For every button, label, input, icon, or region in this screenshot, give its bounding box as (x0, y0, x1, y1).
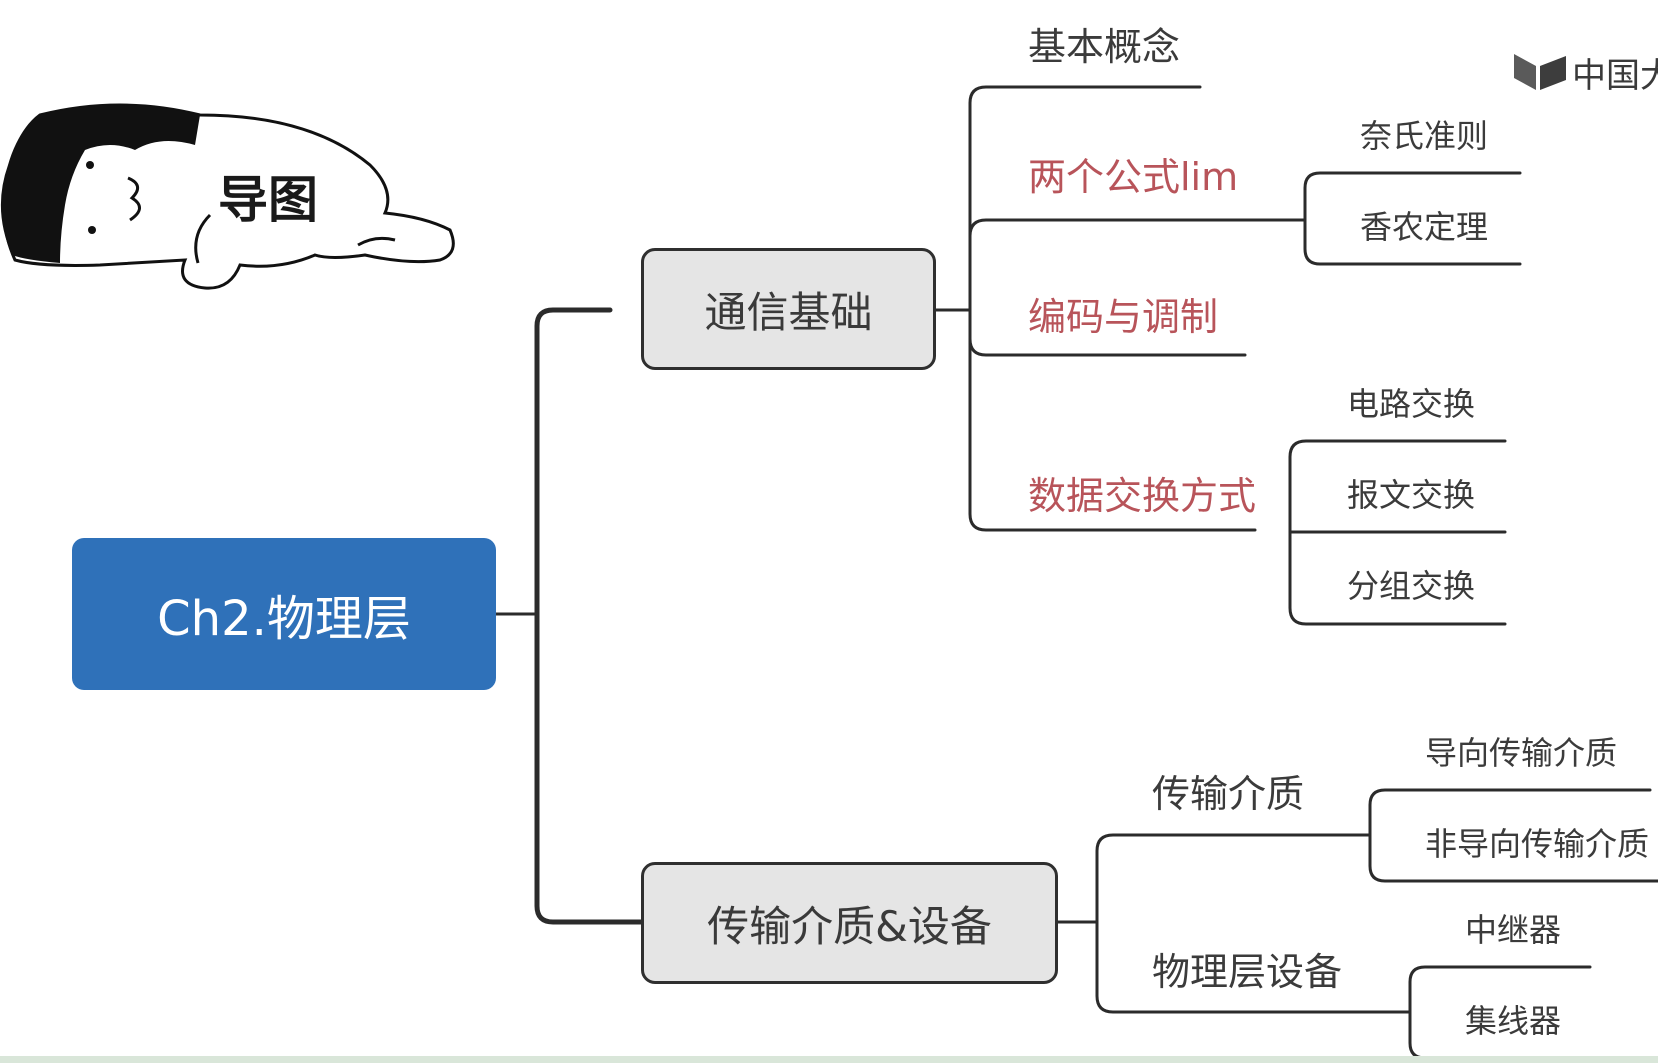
topic-two-formulas[interactable]: 两个公式lim (1028, 155, 1239, 199)
branch-node-media-devices[interactable]: 传输介质&设备 (641, 862, 1058, 984)
branch-node-comm-basics[interactable]: 通信基础 (641, 248, 936, 370)
subtopic-circuit-switching[interactable]: 电路交换 (1347, 385, 1476, 423)
watermark-text: 中国大 (1572, 56, 1658, 96)
subtopic-packet-switching[interactable]: 分组交换 (1347, 567, 1476, 605)
topic-encoding-modulation[interactable]: 编码与调制 (1028, 295, 1219, 339)
root-node[interactable]: Ch2.物理层 (72, 538, 496, 690)
topic-data-switching[interactable]: 数据交换方式 (1028, 474, 1257, 518)
subtopic-unguided-media[interactable]: 非导向传输介质 (1425, 825, 1650, 863)
topic-basic-concepts[interactable]: 基本概念 (1028, 25, 1181, 69)
bottom-progress-strip (0, 1056, 1658, 1063)
connector-media-trunk (1095, 833, 1412, 1014)
connector-comm-trunk (968, 85, 1257, 532)
watermark: 中国大 (1510, 42, 1658, 102)
topic-transmission-media[interactable]: 传输介质 (1152, 772, 1305, 816)
branch-node-label: 传输介质&设备 (707, 901, 992, 951)
subtopic-message-switching[interactable]: 报文交换 (1347, 476, 1476, 514)
subtopic-shannon[interactable]: 香农定理 (1360, 208, 1489, 246)
connector-modulation (968, 337, 1247, 357)
subtopic-guided-media[interactable]: 导向传输介质 (1425, 734, 1618, 772)
connector-formula (968, 218, 1307, 238)
branch-node-label: 通信基础 (704, 287, 873, 337)
topic-physical-devices[interactable]: 物理层设备 (1152, 950, 1343, 994)
subtopic-nyquist[interactable]: 奈氏准则 (1360, 117, 1489, 155)
connector-media-children (1368, 788, 1658, 883)
subtopic-repeater[interactable]: 中继器 (1465, 911, 1562, 949)
book-logo-icon (1514, 54, 1566, 90)
subtopic-hub[interactable]: 集线器 (1465, 1002, 1562, 1040)
lying-character-illustration (0, 103, 455, 290)
connector-formula-children (1303, 171, 1522, 266)
root-node-label: Ch2.物理层 (157, 591, 411, 647)
connector-trunk (534, 307, 645, 925)
illustration-title: 导图 (218, 171, 318, 229)
